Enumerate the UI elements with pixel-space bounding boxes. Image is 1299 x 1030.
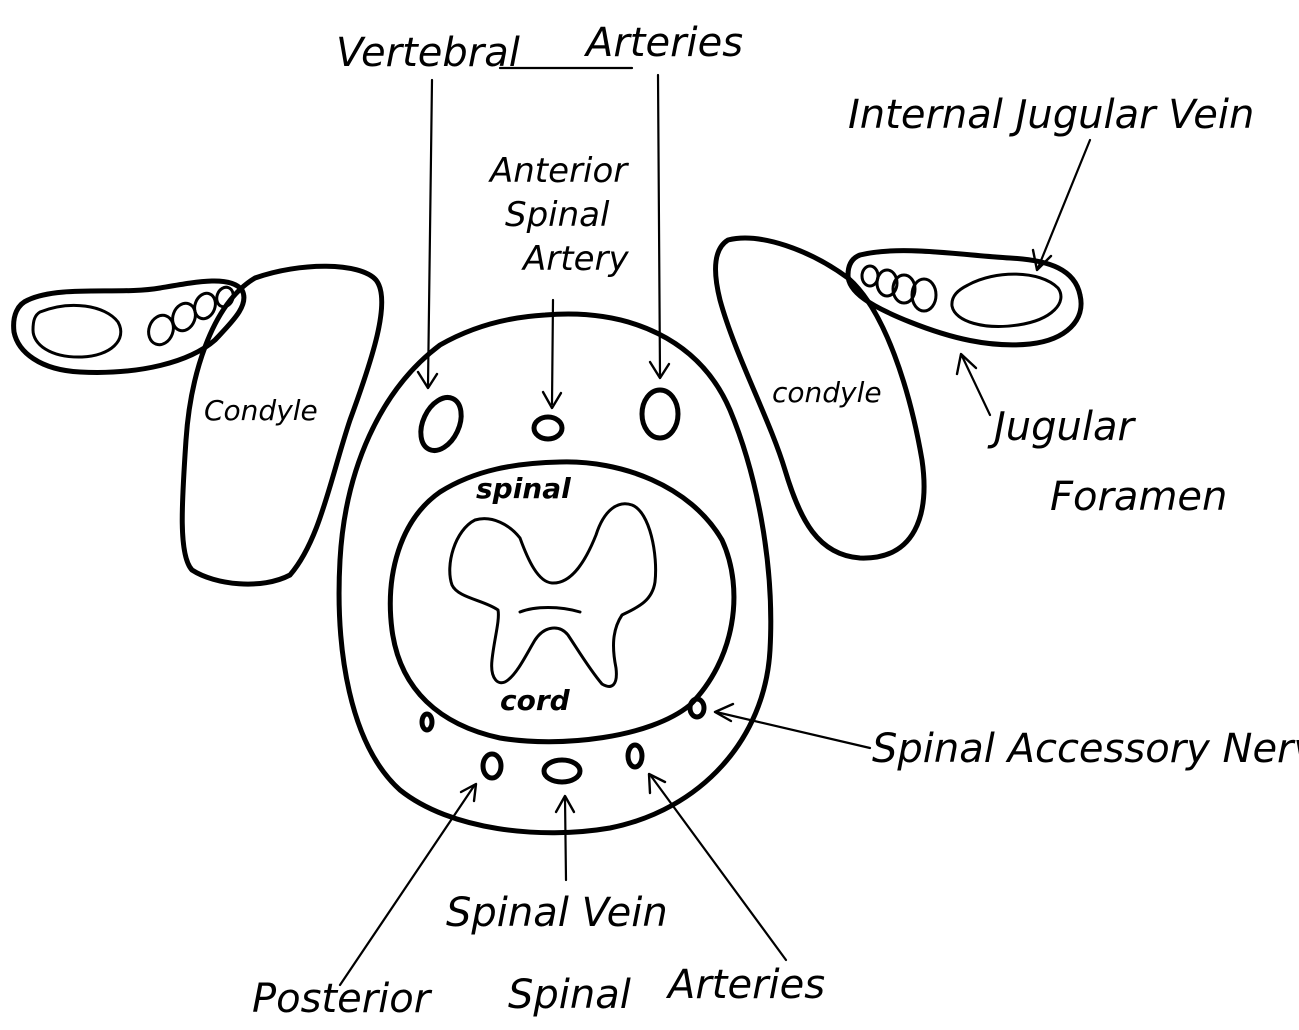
- left-vertebral-pointer: [428, 80, 432, 385]
- right-vertebral-artery: [642, 390, 678, 438]
- right-spinal-accessory-nerve: [690, 699, 704, 717]
- posterior-label: Posterior: [252, 976, 433, 1022]
- spinal-vein-pointer: [565, 798, 566, 880]
- jugular-label: Jugular: [987, 404, 1137, 450]
- left-nerve-circles: [145, 285, 236, 348]
- right-jugular-vein-oval: [952, 274, 1061, 326]
- spinal-cord-bottom-label: cord: [500, 684, 571, 717]
- anterior-label: Anterior: [488, 151, 629, 191]
- spinal-bottom-label: Spinal: [508, 972, 631, 1018]
- internal-jugular-pointer: [1038, 140, 1090, 268]
- internal-jugular-vein-label: Internal Jugular Vein: [848, 92, 1254, 138]
- left-posterior-spinal-artery: [483, 754, 501, 778]
- labels: Vertebral Arteries Internal Jugular Vein…: [204, 20, 1299, 1022]
- arteries-bottom-label: Arteries: [665, 962, 825, 1008]
- grey-matter: [450, 504, 656, 687]
- foramen-magnum-outline: [339, 314, 771, 833]
- arteries-top-label: Arteries: [583, 20, 743, 66]
- spinal-cord-top-label: spinal: [476, 472, 571, 505]
- left-jugular-vein-oval: [33, 305, 121, 357]
- anterior-spinal-pointer: [552, 300, 553, 404]
- left-spinal-accessory-nerve: [422, 714, 432, 730]
- artery-label: Artery: [521, 239, 629, 279]
- foramen-label: Foramen: [1050, 474, 1227, 520]
- right-posterior-pointer: [651, 776, 786, 960]
- right-posterior-spinal-artery: [628, 745, 642, 767]
- left-jugular-foramen: [14, 281, 244, 372]
- spinal-vein-label: Spinal Vein: [446, 890, 668, 936]
- spinal-accessory-nerve-label: Spinal Accessory Nerve: [872, 726, 1299, 772]
- right-vertebral-pointer: [658, 75, 660, 375]
- vertebral-label: Vertebral: [336, 30, 520, 76]
- condyle-right-label: condyle: [772, 376, 882, 409]
- jugular-foramen-pointer: [962, 356, 990, 415]
- left-posterior-pointer: [340, 786, 474, 985]
- condyle-left-label: Condyle: [204, 394, 318, 427]
- spinal-vein: [544, 760, 580, 782]
- anterior-spinal-artery: [534, 417, 562, 439]
- grey-matter-commissure: [520, 608, 580, 613]
- left-vertebral-artery: [413, 391, 469, 457]
- spinal-top-label: Spinal: [505, 195, 610, 235]
